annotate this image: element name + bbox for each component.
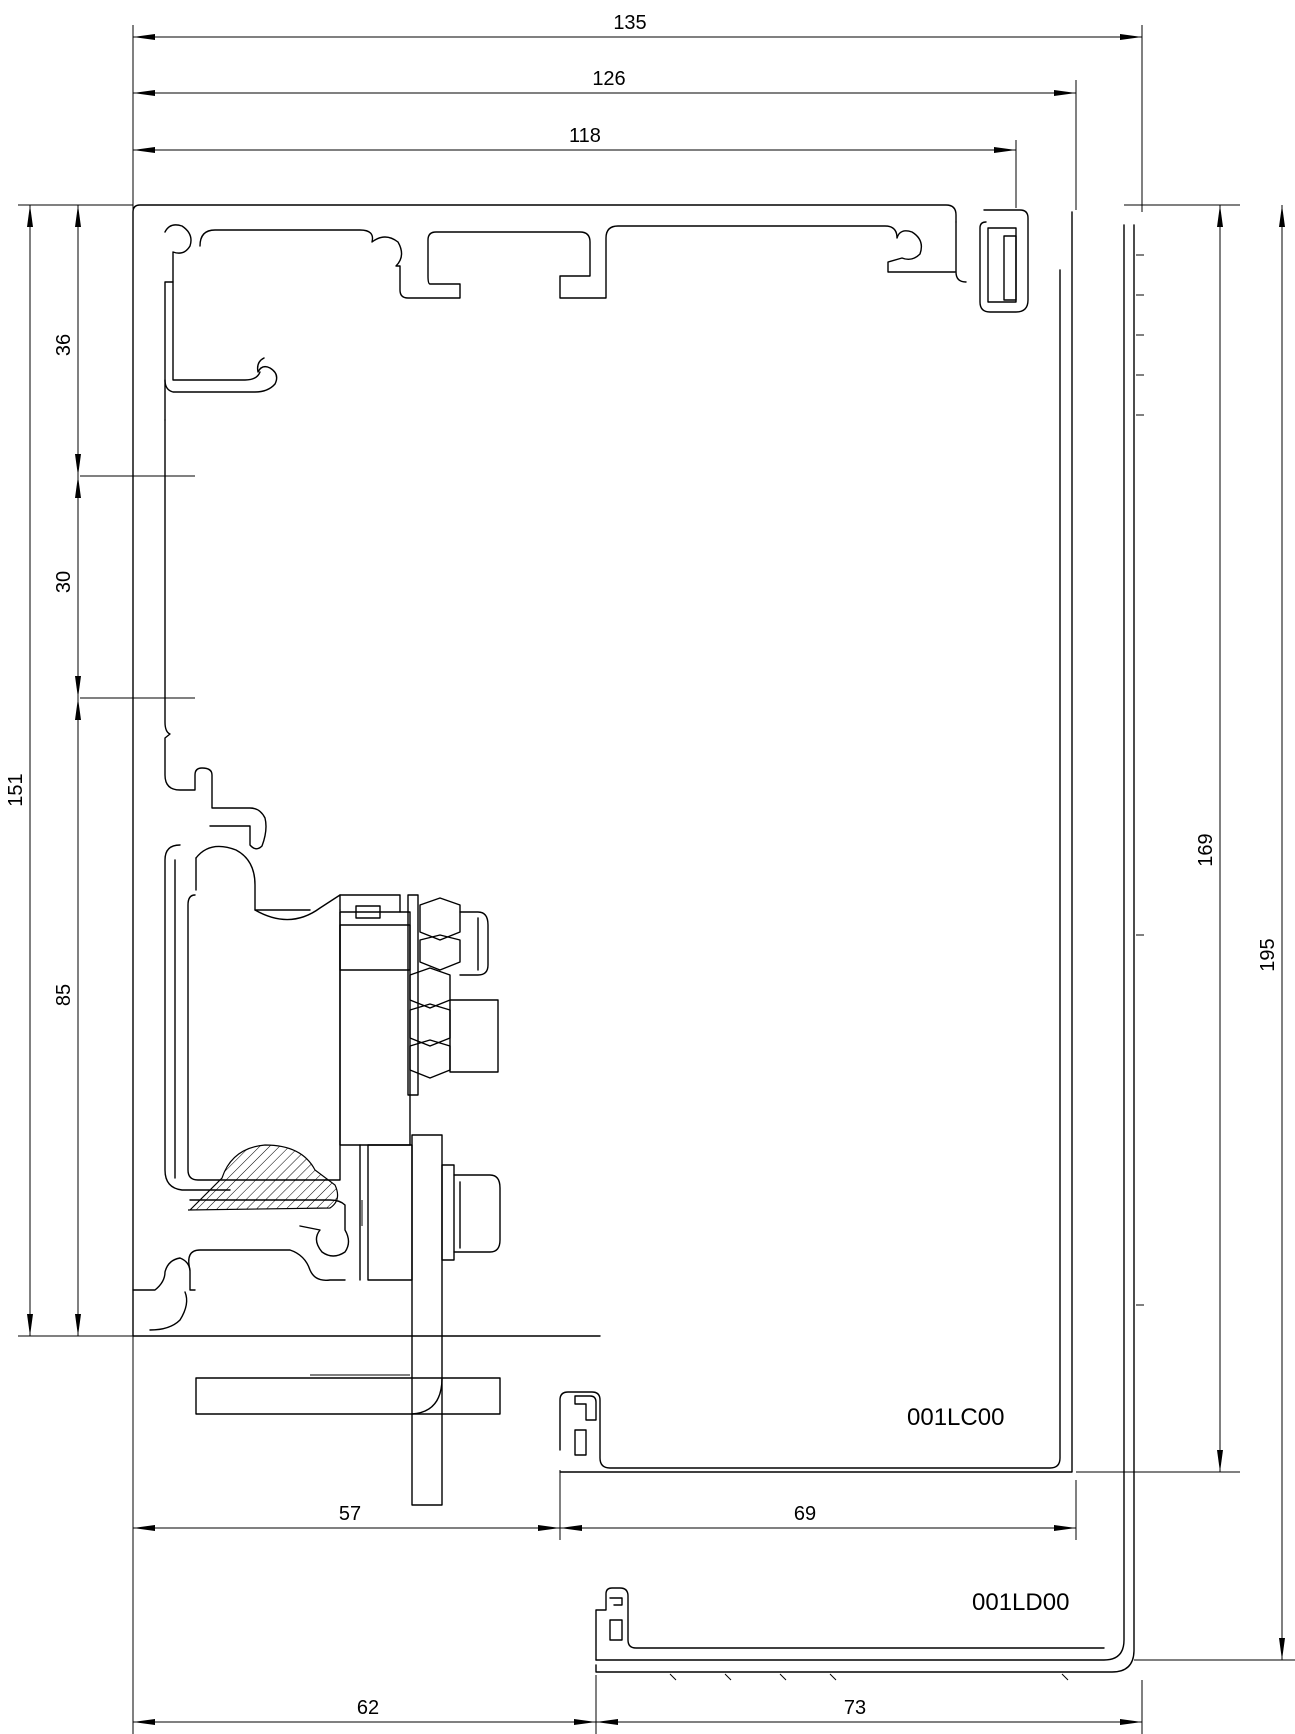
- dimension-62: 62: [357, 1697, 379, 1719]
- dimension-135: 135: [613, 12, 646, 34]
- profile-label-001lc00: 001LC00: [907, 1404, 1004, 1431]
- part-labels: 001LC00 001LD00: [907, 1404, 1069, 1616]
- dimension-118: 118: [569, 125, 601, 147]
- dimension-85: 85: [53, 984, 75, 1006]
- outer-profile-notches: [669, 254, 1144, 1681]
- dimension-169: 169: [1195, 833, 1217, 866]
- dimension-126: 126: [592, 68, 625, 90]
- roller-carriage: [187, 894, 501, 1506]
- dimension-57: 57: [339, 1503, 361, 1525]
- dimension-195: 195: [1257, 938, 1279, 971]
- dimension-36: 36: [53, 334, 75, 356]
- dimension-labels: 135 126 118 151 36 30 85 169 195 57 69 6…: [5, 12, 1279, 1719]
- dimension-69: 69: [794, 1503, 816, 1525]
- main-profile-outline: [132, 204, 1073, 1473]
- dimension-73: 73: [844, 1697, 866, 1719]
- dimension-30: 30: [53, 571, 75, 593]
- outer-profile-outline: [595, 224, 1144, 1681]
- dimension-lines: [18, 25, 1295, 1734]
- dimension-151: 151: [5, 773, 27, 806]
- profile-label-001ld00: 001LD00: [972, 1589, 1069, 1616]
